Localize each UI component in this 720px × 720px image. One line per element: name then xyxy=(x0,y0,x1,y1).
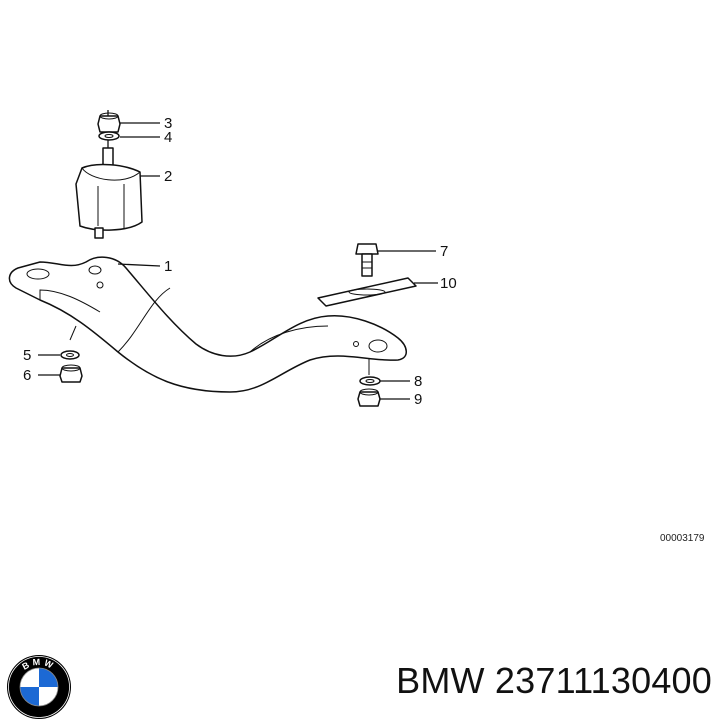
callout-1: 1 xyxy=(164,258,172,275)
nut-9-part xyxy=(357,388,381,407)
callout-5: 5 xyxy=(23,347,31,364)
bmw-logo: BMW xyxy=(7,655,71,719)
callout-10: 10 xyxy=(440,275,457,292)
callout-8: 8 xyxy=(414,373,422,390)
logo-text: BMW xyxy=(20,657,54,672)
washer-8-part xyxy=(359,376,381,386)
callout-7: 7 xyxy=(440,243,448,260)
part-caption: BMW 23711130400 xyxy=(396,660,712,701)
callout-3: 3 xyxy=(164,115,172,132)
callout-4: 4 xyxy=(164,129,172,146)
plate-10-part xyxy=(317,277,417,307)
washer-4-part xyxy=(98,131,120,141)
diagram-code: 00003179 xyxy=(660,533,705,544)
crossmember-part xyxy=(8,256,407,393)
rubber-mount-part xyxy=(75,110,143,239)
callout-6: 6 xyxy=(23,367,31,384)
callout-2: 2 xyxy=(164,168,172,185)
callout-9: 9 xyxy=(414,391,422,408)
nut-3-part xyxy=(97,112,121,133)
svg-text:BMW: BMW xyxy=(20,657,57,672)
washer-5-part xyxy=(60,350,80,360)
leader-lines xyxy=(38,122,438,400)
nut-6-part xyxy=(59,364,83,383)
bolt-7-part xyxy=(355,243,379,277)
leader-stud-5 xyxy=(69,325,77,341)
